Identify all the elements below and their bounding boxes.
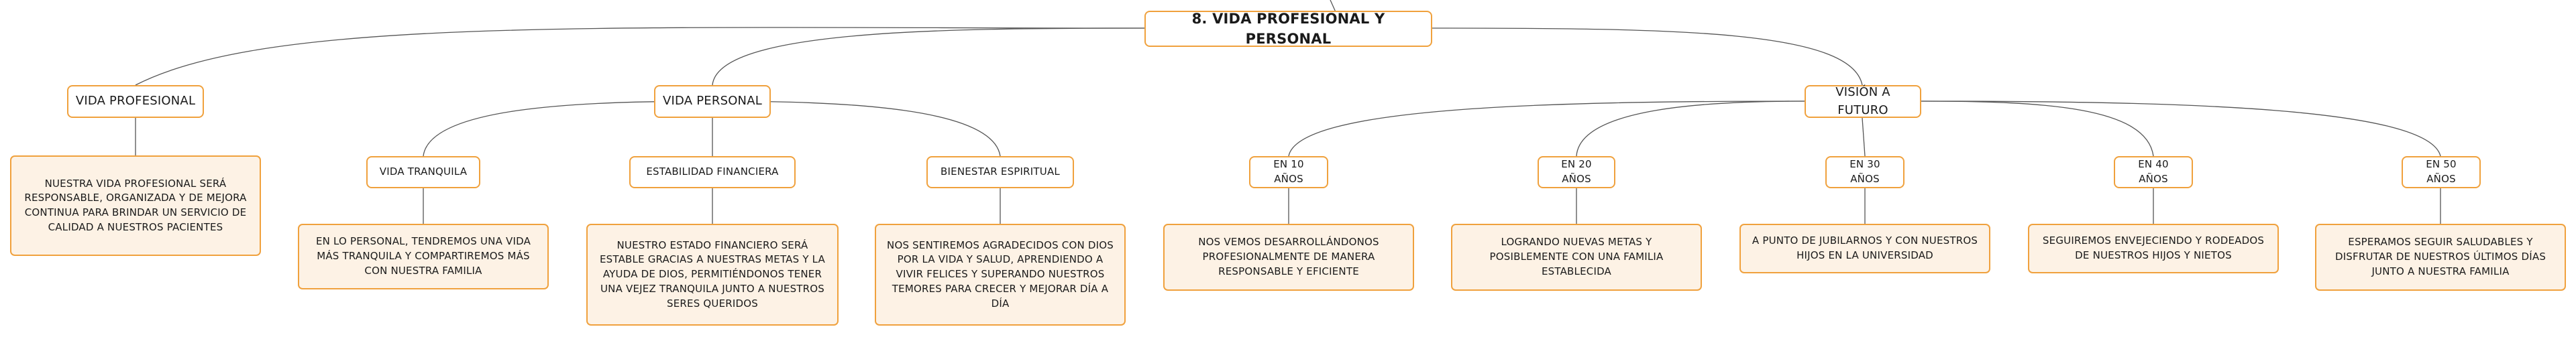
- subtopic-vida-tranquila[interactable]: VIDA TRANQUILA: [366, 156, 480, 188]
- subtopic-bienestar-espiritual[interactable]: BIENESTAR ESPIRITUAL: [926, 156, 1074, 188]
- subtopic-en-20-anos[interactable]: EN 20 AÑOS: [1538, 156, 1615, 188]
- topic-vision-a-futuro[interactable]: VISIÓN A FUTURO: [1805, 85, 1921, 118]
- root-topic[interactable]: 8. VIDA PROFESIONAL Y PERSONAL: [1144, 11, 1432, 47]
- desc-vida-tranquila[interactable]: EN LO PERSONAL, TENDREMOS UNA VIDA MÁS T…: [298, 224, 549, 289]
- subtopic-en-10-anos[interactable]: EN 10 AÑOS: [1249, 156, 1328, 188]
- desc-en-50-anos[interactable]: ESPERAMOS SEGUIR SALUDABLES Y DISFRUTAR …: [2315, 224, 2566, 291]
- desc-en-10-anos[interactable]: NOS VEMOS DESARROLLÁNDONOS PROFESIONALME…: [1163, 224, 1414, 291]
- subtopic-en-40-anos[interactable]: EN 40 AÑOS: [2114, 156, 2193, 188]
- desc-en-30-anos[interactable]: A PUNTO DE JUBILARNOS Y CON NUESTROS HIJ…: [1739, 224, 1990, 273]
- topic-vida-personal[interactable]: VIDA PERSONAL: [654, 85, 771, 118]
- desc-estabilidad-financiera[interactable]: NUESTRO ESTADO FINANCIERO SERÁ ESTABLE G…: [586, 224, 839, 326]
- topic-vida-profesional[interactable]: VIDA PROFESIONAL: [67, 85, 204, 118]
- desc-bienestar-espiritual[interactable]: NOS SENTIREMOS AGRADECIDOS CON DIOS POR …: [875, 224, 1126, 326]
- desc-en-40-anos[interactable]: SEGUIREMOS ENVEJECIENDO Y RODEADOS DE NU…: [2028, 224, 2279, 273]
- desc-en-20-anos[interactable]: LOGRANDO NUEVAS METAS Y POSIBLEMENTE CON…: [1451, 224, 1702, 291]
- subtopic-en-30-anos[interactable]: EN 30 AÑOS: [1825, 156, 1904, 188]
- subtopic-en-50-anos[interactable]: EN 50 AÑOS: [2402, 156, 2481, 188]
- subtopic-estabilidad-financiera[interactable]: ESTABILIDAD FINANCIERA: [629, 156, 796, 188]
- desc-vida-profesional[interactable]: NUESTRA VIDA PROFESIONAL SERÁ RESPONSABL…: [10, 155, 261, 256]
